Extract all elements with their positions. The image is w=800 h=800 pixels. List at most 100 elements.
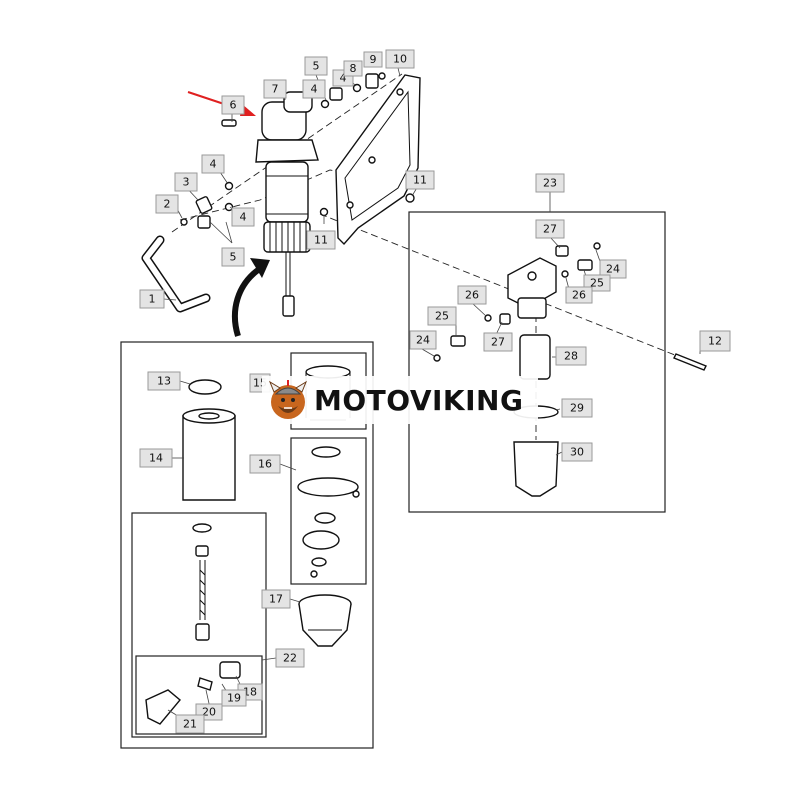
callout-26: 26: [565, 286, 593, 304]
separator-fitting: [499, 313, 511, 325]
callout-21: 21: [175, 714, 205, 734]
callout-5: 5: [221, 247, 245, 267]
svg-text:5: 5: [230, 251, 237, 264]
callout-26: 26: [457, 285, 487, 305]
primary-filter-element: [182, 408, 236, 501]
svg-text:27: 27: [491, 336, 505, 349]
callout-25: 25: [427, 306, 457, 326]
svg-text:19: 19: [227, 692, 241, 705]
svg-text:4: 4: [240, 211, 247, 224]
fuel-filter-assembly: [255, 91, 319, 317]
svg-text:22: 22: [283, 652, 297, 665]
separator-fitting: [450, 335, 466, 347]
mounting-bolt: [673, 353, 707, 371]
assembly-arrow-head: [250, 258, 270, 278]
callout-2: 2: [155, 194, 179, 214]
callout-17: 17: [261, 589, 291, 609]
callout-5: 5: [304, 56, 328, 76]
callout-29: 29: [561, 398, 593, 418]
callout-22: 22: [275, 648, 305, 668]
svg-text:4: 4: [311, 83, 318, 96]
callout-10: 10: [385, 49, 415, 69]
water-separator-head: [507, 257, 557, 319]
svg-text:11: 11: [314, 234, 328, 247]
svg-text:28: 28: [564, 350, 578, 363]
separator-oring: [593, 242, 601, 250]
svg-text:11: 11: [413, 174, 427, 187]
filter-kit-panel: [120, 341, 374, 749]
svg-text:25: 25: [435, 310, 449, 323]
svg-text:20: 20: [202, 706, 216, 719]
mounting-bracket: [335, 74, 421, 246]
watermark: MOTOVIKING: [262, 376, 538, 424]
callout-28: 28: [555, 346, 587, 366]
fittings: [180, 72, 386, 229]
filter-bowl: [298, 594, 352, 647]
svg-text:21: 21: [183, 718, 197, 731]
bracket-inner-edge: [344, 90, 411, 221]
svg-text:23: 23: [543, 177, 557, 190]
svg-text:4: 4: [340, 72, 347, 85]
separator-fitting: [577, 259, 593, 271]
callout-11: 11: [405, 170, 435, 190]
water-separator-panel: [408, 211, 666, 513]
callout-9: 9: [363, 51, 383, 68]
svg-text:13: 13: [157, 375, 171, 388]
separator-oring: [484, 314, 492, 322]
svg-text:12: 12: [708, 335, 722, 348]
water-in-fuel-sensor: [192, 523, 212, 641]
callout-24: 24: [409, 330, 437, 350]
callout-16: 16: [249, 454, 281, 474]
svg-text:17: 17: [269, 593, 283, 606]
filter-oring: [188, 379, 222, 395]
svg-text:8: 8: [350, 62, 357, 75]
callout-3: 3: [174, 172, 198, 192]
callout-4: 4: [302, 79, 326, 99]
callout-4: 4: [231, 207, 255, 227]
callout-1: 1: [139, 289, 165, 309]
svg-text:10: 10: [393, 53, 407, 66]
assembly-arrow: [231, 267, 260, 337]
seal-kit: [297, 446, 360, 578]
svg-text:26: 26: [572, 289, 586, 302]
fuel-line-inner: [143, 237, 209, 311]
bracket-nut: [319, 207, 329, 217]
callout-12: 12: [699, 330, 731, 352]
svg-text:4: 4: [210, 158, 217, 171]
callout-30: 30: [561, 442, 593, 462]
svg-text:2: 2: [164, 198, 171, 211]
callout-19: 19: [221, 689, 247, 707]
sensor-connector: [145, 661, 241, 725]
callout-6: 6: [221, 95, 245, 115]
seal-kit-panel: [290, 437, 367, 585]
viking-logo-icon: [268, 380, 308, 419]
svg-text:30: 30: [570, 446, 584, 459]
callout-11: 11: [306, 230, 336, 250]
callout-24: 24: [599, 259, 627, 279]
bracket-hole: [368, 156, 376, 164]
callout-4: 4: [201, 154, 225, 174]
svg-text:5: 5: [313, 60, 320, 73]
svg-text:16: 16: [258, 458, 272, 471]
separator-bowl: [513, 441, 559, 497]
bracket-hole: [346, 201, 354, 209]
callout-23: 23: [535, 173, 565, 193]
callout-27: 27: [483, 332, 513, 352]
svg-text:7: 7: [272, 83, 279, 96]
bracket-hole: [396, 88, 404, 96]
svg-text:27: 27: [543, 223, 557, 236]
svg-text:9: 9: [370, 53, 377, 66]
callout-27: 27: [535, 219, 565, 239]
watermark-brand-text: MOTOVIKING: [314, 383, 524, 417]
callout-13: 13: [147, 371, 181, 391]
sensor-subassembly-panel: [131, 512, 267, 738]
separator-filter-element: [519, 334, 551, 380]
svg-text:29: 29: [570, 402, 584, 415]
svg-text:24: 24: [606, 263, 620, 276]
callout-14: 14: [139, 448, 173, 468]
svg-text:26: 26: [465, 289, 479, 302]
svg-text:1: 1: [149, 293, 156, 306]
svg-text:3: 3: [183, 176, 190, 189]
separator-oring: [561, 270, 569, 278]
